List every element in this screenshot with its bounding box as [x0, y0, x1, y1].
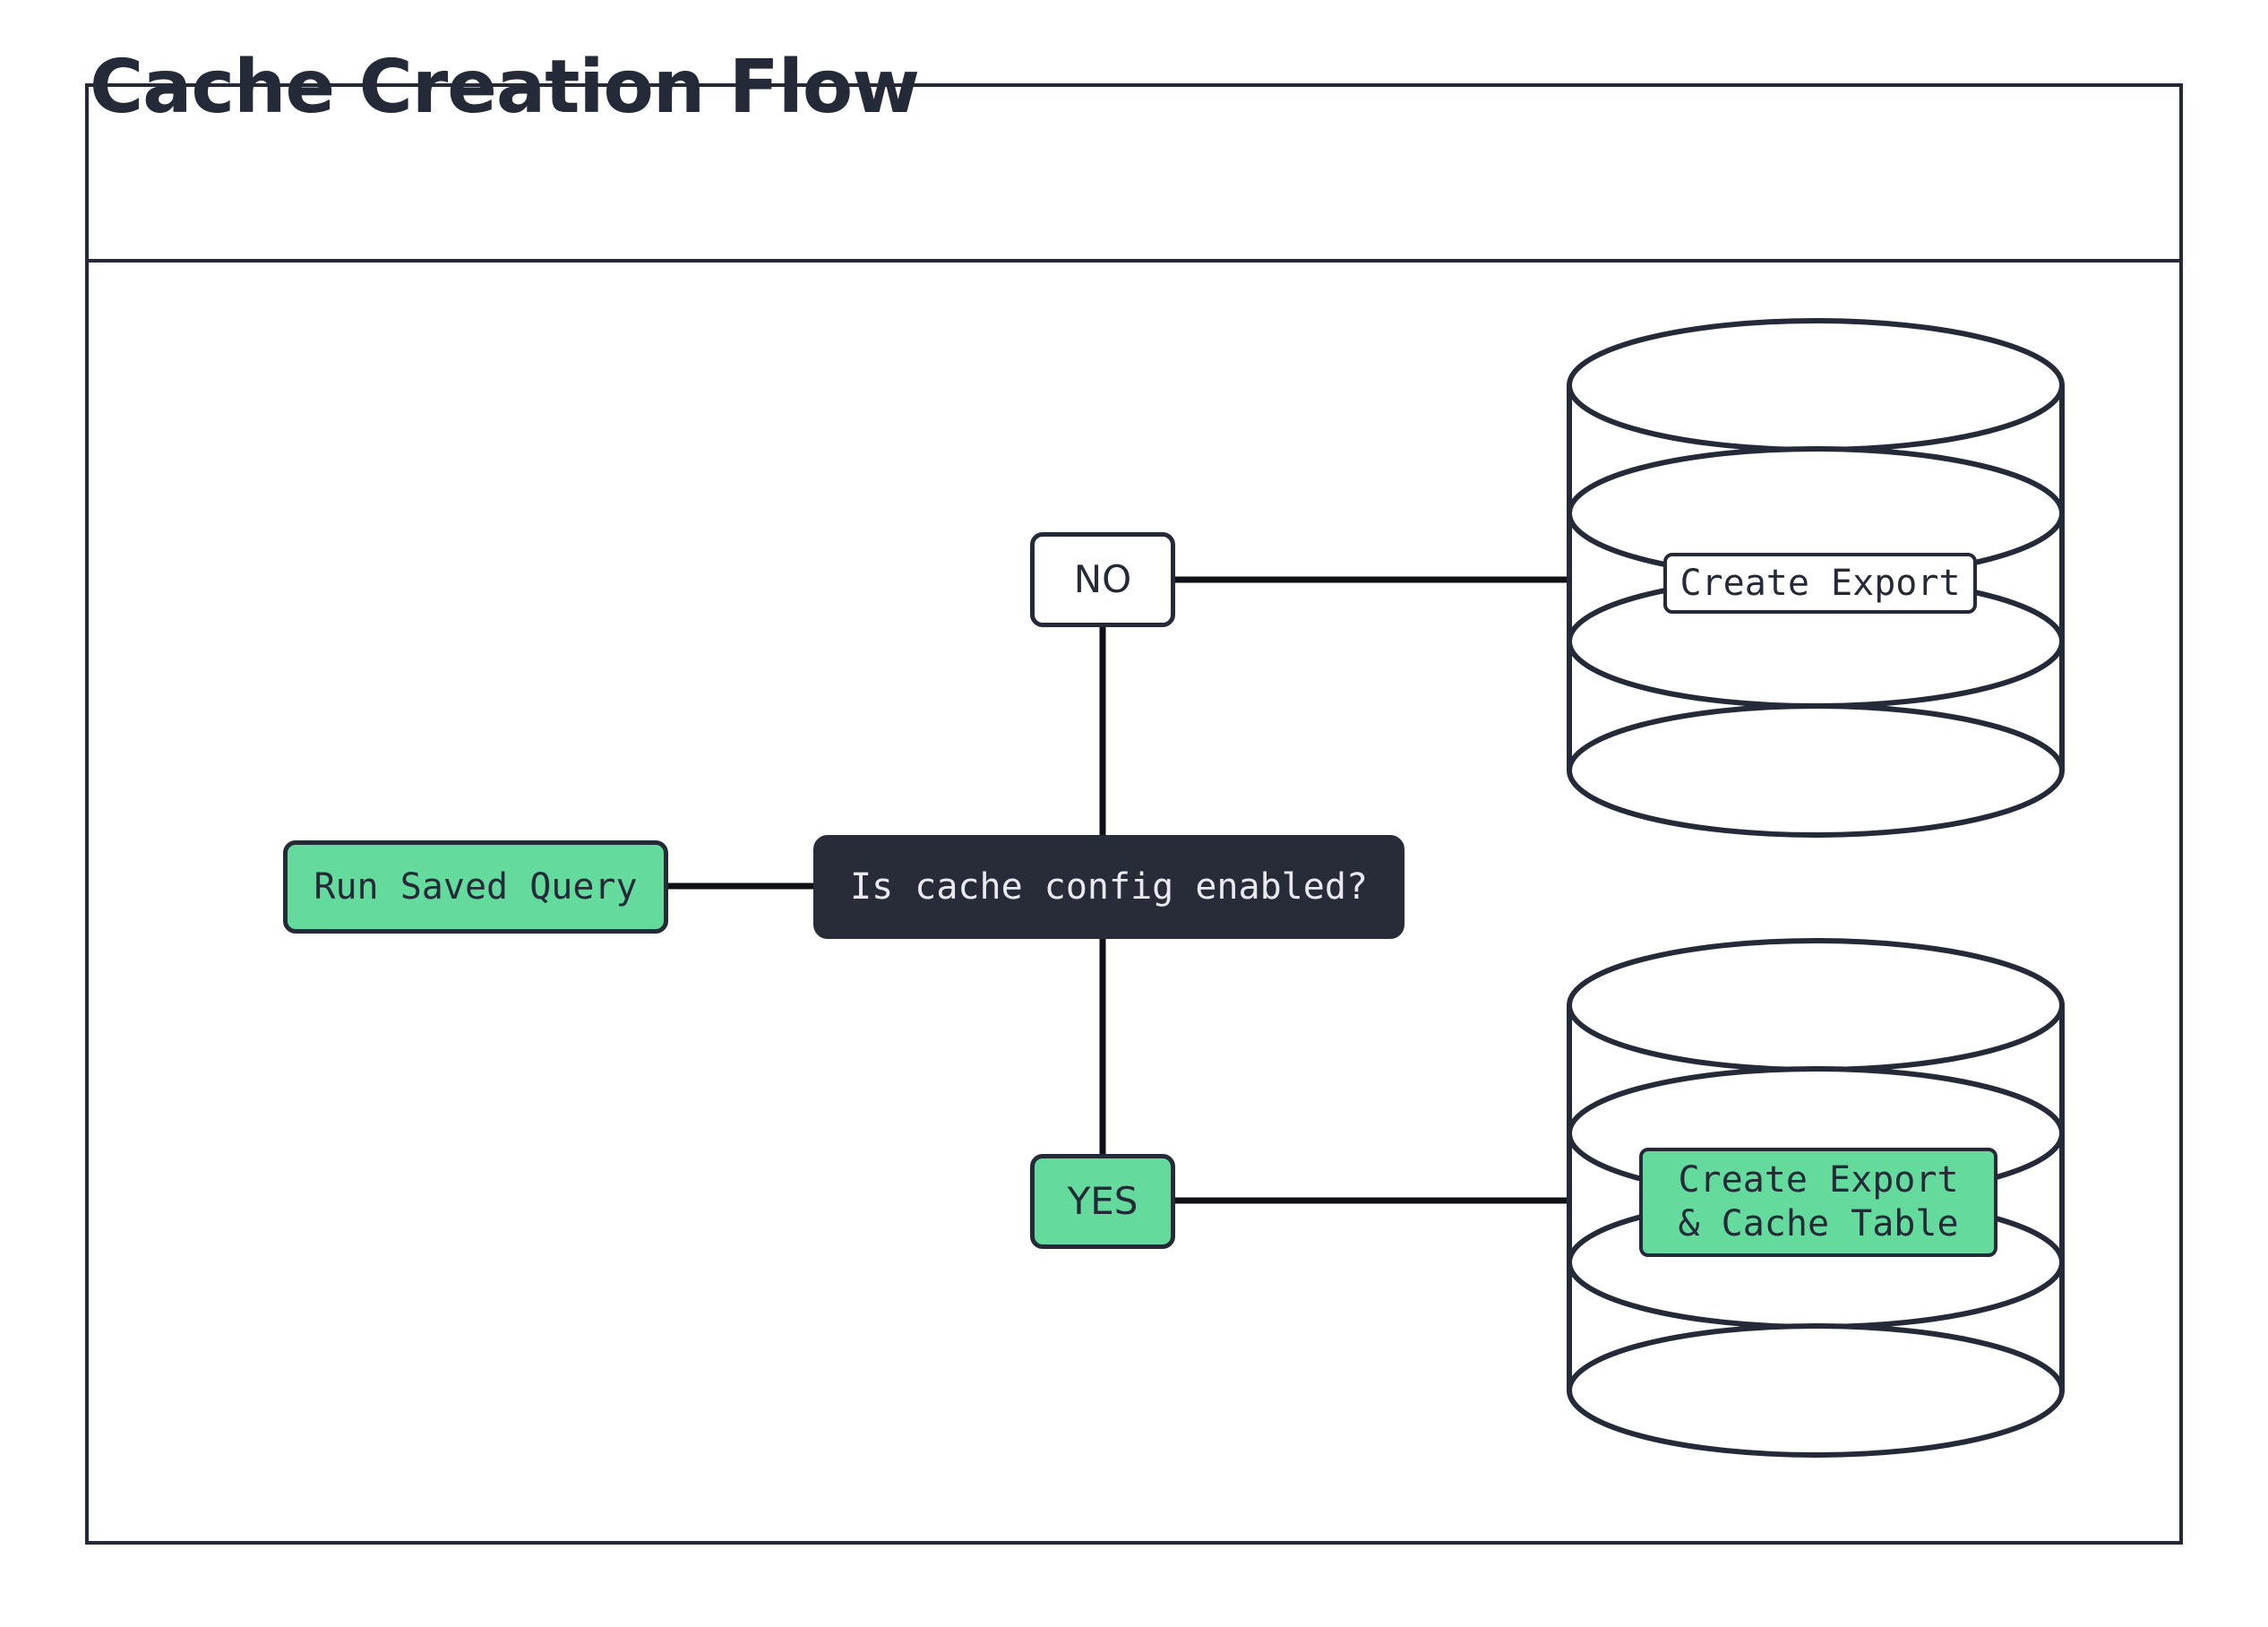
- page-title: Cache Creation Flow: [90, 45, 920, 130]
- node-run-saved-query[interactable]: Run Saved Query: [283, 840, 668, 934]
- node-label-create-export-cache-table[interactable]: Create Export & Cache Table: [1639, 1148, 1997, 1257]
- branch-label-yes[interactable]: YES: [1030, 1154, 1175, 1249]
- node-label-create-export[interactable]: Create Export: [1663, 553, 1977, 614]
- diagram-title-bar: [89, 87, 2179, 263]
- diagram-frame: [85, 83, 2183, 1545]
- branch-label-no[interactable]: NO: [1030, 532, 1175, 627]
- node-decision-cache-config[interactable]: Is cache config enabled?: [813, 835, 1405, 939]
